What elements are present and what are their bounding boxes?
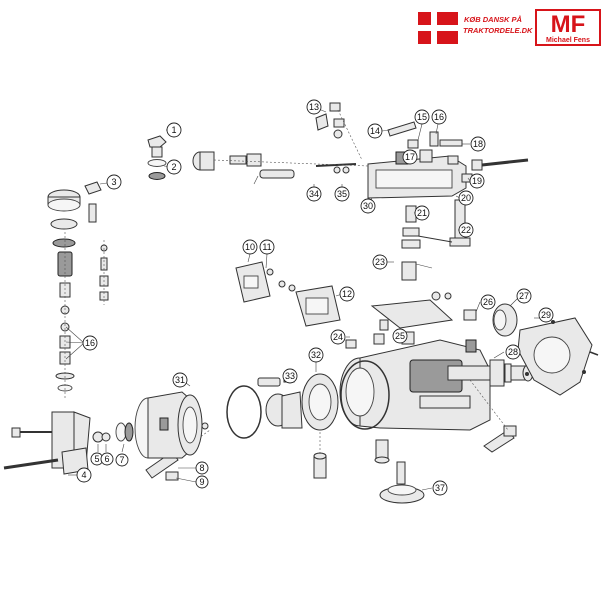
left-valve-column <box>47 181 109 400</box>
callout-8: 8 <box>195 461 209 475</box>
svg-text:13: 13 <box>309 102 319 112</box>
svg-text:19: 19 <box>472 176 482 186</box>
callout-30: 30 <box>360 198 376 214</box>
mf-logo: MF Michael Fens <box>535 9 601 46</box>
callout-22: 22 <box>458 222 474 238</box>
regulating-valve <box>401 199 471 249</box>
callout-23: 23 <box>372 254 388 270</box>
callout-25: 25 <box>392 328 408 344</box>
callout-18: 18 <box>470 136 486 152</box>
callout-2: 2 <box>166 159 182 175</box>
callout-37: 37 <box>432 480 448 496</box>
callout-9: 9 <box>195 475 209 489</box>
advance-bracket <box>3 411 134 475</box>
svg-text:9: 9 <box>199 477 204 487</box>
callout-12: 12 <box>339 286 355 302</box>
callout-21: 21 <box>414 205 430 221</box>
svg-text:16: 16 <box>85 338 95 348</box>
callout-11: 11 <box>259 239 275 255</box>
svg-text:12: 12 <box>342 289 352 299</box>
callout-33: 33 <box>282 368 298 384</box>
svg-text:31: 31 <box>175 375 185 385</box>
svg-text:35: 35 <box>337 189 347 199</box>
head-small-parts <box>315 102 529 183</box>
svg-text:11: 11 <box>262 242 271 252</box>
svg-text:1: 1 <box>171 125 176 135</box>
mf-logo-sub: Michael Fens <box>546 37 590 44</box>
svg-text:4: 4 <box>81 470 86 480</box>
svg-text:5: 5 <box>94 454 99 464</box>
svg-text:8: 8 <box>199 463 204 473</box>
svg-text:18: 18 <box>473 139 483 149</box>
svg-text:22: 22 <box>461 225 471 235</box>
svg-text:20: 20 <box>461 193 471 203</box>
svg-text:24: 24 <box>333 332 343 342</box>
callout-28: 28 <box>505 344 521 360</box>
pump-body <box>339 339 491 431</box>
callout-10: 10 <box>242 239 258 255</box>
flag-logo-line1: KØB DANSK PÅ <box>464 15 522 24</box>
callout-29: 29 <box>538 307 554 323</box>
governor-housing <box>134 391 209 459</box>
svg-text:34: 34 <box>309 189 319 199</box>
svg-text:2: 2 <box>171 162 176 172</box>
gasket-ring <box>226 373 303 439</box>
callout-16: 16 <box>431 109 447 125</box>
pump-head <box>367 149 467 199</box>
svg-text:32: 32 <box>311 350 321 360</box>
callout-35: 35 <box>334 186 350 202</box>
svg-text:14: 14 <box>370 126 380 136</box>
mf-logo-text: MF <box>551 11 586 38</box>
banjo-bolt <box>147 135 167 180</box>
callout-17: 17 <box>402 149 418 165</box>
danish-flag-logo: KØB DANSK PÅ TRAKTORDELE.DK <box>418 12 533 44</box>
callout-31: 31 <box>172 372 188 388</box>
callout-20: 20 <box>458 190 474 206</box>
callout-5: 5 <box>90 452 104 466</box>
svg-text:3: 3 <box>111 177 116 187</box>
callout-13: 13 <box>306 99 322 115</box>
callout-32: 32 <box>308 347 324 363</box>
shaft-seal <box>463 303 518 353</box>
cam-ring <box>301 373 339 479</box>
callout-34: 34 <box>306 186 322 202</box>
flag-logo-line2: TRAKTORDELE.DK <box>463 26 533 35</box>
svg-text:17: 17 <box>405 152 415 162</box>
svg-text:27: 27 <box>519 291 529 301</box>
callout-16-left: 16 <box>82 335 98 351</box>
callout-27: 27 <box>516 288 532 304</box>
callout-24: 24 <box>330 329 346 345</box>
callout-26: 26 <box>480 294 496 310</box>
callout-1: 1 <box>166 122 182 138</box>
svg-text:26: 26 <box>483 297 493 307</box>
svg-text:7: 7 <box>119 455 124 465</box>
svg-text:6: 6 <box>104 454 109 464</box>
transfer-parts <box>192 151 369 185</box>
svg-text:23: 23 <box>375 257 385 267</box>
metering-bracket <box>370 261 454 331</box>
svg-text:28: 28 <box>508 347 518 357</box>
svg-text:25: 25 <box>395 331 405 341</box>
callout-15: 15 <box>414 109 430 125</box>
callout-3: 3 <box>106 174 122 190</box>
svg-text:16: 16 <box>434 112 444 122</box>
svg-text:15: 15 <box>417 112 427 122</box>
callout-4: 4 <box>76 467 92 483</box>
callout-7: 7 <box>115 453 129 467</box>
svg-text:29: 29 <box>541 310 551 320</box>
svg-text:33: 33 <box>285 371 295 381</box>
callout-14: 14 <box>367 123 383 139</box>
svg-text:30: 30 <box>363 201 373 211</box>
callout-6: 6 <box>100 452 114 466</box>
svg-text:21: 21 <box>417 208 427 218</box>
svg-text:37: 37 <box>435 483 445 493</box>
solenoid-block <box>235 261 341 327</box>
svg-text:10: 10 <box>245 242 255 252</box>
mounting-flange <box>517 317 599 396</box>
callout-19: 19 <box>469 173 485 189</box>
